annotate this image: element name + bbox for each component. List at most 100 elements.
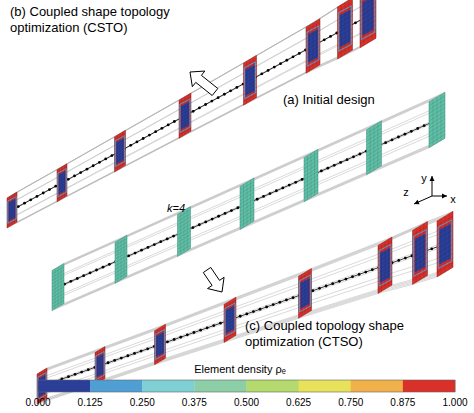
wireframe-line bbox=[160, 301, 230, 328]
mesh-line bbox=[180, 212, 181, 254]
axis-node bbox=[371, 268, 374, 271]
mesh-line bbox=[58, 267, 59, 307]
mesh-line bbox=[388, 239, 389, 287]
beam-section bbox=[95, 347, 105, 385]
colorbar-bin bbox=[38, 380, 90, 392]
axis-node bbox=[325, 285, 328, 288]
colorbar-tick: 0.500 bbox=[234, 397, 259, 408]
mesh-line bbox=[61, 265, 62, 305]
mesh-line bbox=[309, 25, 310, 71]
mesh-line bbox=[246, 61, 247, 103]
axis-node bbox=[279, 62, 282, 65]
axis-node bbox=[92, 164, 95, 167]
beam bbox=[37, 211, 453, 404]
wireframe-line bbox=[308, 287, 388, 312]
mesh-line bbox=[374, 125, 375, 170]
mesh-line bbox=[441, 95, 442, 141]
axis-node bbox=[269, 192, 272, 195]
axis-line bbox=[414, 196, 432, 204]
axis-node bbox=[391, 138, 394, 141]
beam bbox=[7, 0, 376, 228]
mesh-line bbox=[230, 301, 231, 339]
axis-node bbox=[358, 273, 361, 276]
wireframe-line bbox=[98, 329, 158, 351]
axis-node bbox=[259, 308, 262, 311]
axis-node bbox=[292, 55, 295, 58]
axis-node bbox=[159, 240, 162, 243]
mesh-line bbox=[445, 216, 446, 272]
beam-section bbox=[224, 297, 236, 342]
mesh-line bbox=[441, 219, 442, 275]
axis-node bbox=[111, 154, 114, 157]
mesh-line bbox=[9, 197, 10, 227]
axis-node bbox=[410, 130, 413, 133]
wireframe-line bbox=[163, 299, 233, 326]
design-panel: (a) Initial design bbox=[200, 92, 390, 270]
axis-node bbox=[339, 161, 342, 164]
colorbar-bin bbox=[90, 380, 142, 392]
beam-section bbox=[378, 237, 392, 293]
mesh-line bbox=[437, 97, 438, 143]
colorbar-tick: 0.750 bbox=[338, 397, 363, 408]
axis-node bbox=[73, 175, 76, 178]
axis-label: x bbox=[450, 193, 456, 205]
wireframe-line bbox=[157, 303, 227, 329]
axis-node bbox=[294, 181, 297, 184]
mesh-line bbox=[449, 214, 450, 270]
axis-node bbox=[82, 274, 85, 277]
axis-node bbox=[351, 275, 354, 278]
mesh-line bbox=[124, 237, 125, 278]
axis-node bbox=[352, 155, 355, 158]
mesh-line bbox=[381, 243, 382, 291]
axis-node bbox=[354, 21, 357, 24]
axis-node bbox=[404, 257, 407, 260]
beam-section bbox=[52, 263, 64, 310]
axis-node bbox=[346, 158, 349, 161]
beam-section bbox=[155, 324, 166, 365]
axis-node bbox=[172, 235, 175, 238]
mesh-line bbox=[162, 326, 163, 360]
axis-node bbox=[272, 303, 275, 306]
axis-node bbox=[403, 133, 406, 136]
axis-node bbox=[147, 246, 150, 249]
mesh-line bbox=[184, 210, 185, 252]
axis-node bbox=[173, 338, 176, 341]
axis-node bbox=[42, 192, 45, 195]
axis-node bbox=[67, 375, 70, 378]
axis-node bbox=[281, 187, 284, 190]
wireframe-line bbox=[118, 212, 181, 240]
mesh-line bbox=[185, 97, 186, 135]
axis-node bbox=[23, 202, 26, 205]
mesh-line bbox=[307, 156, 308, 200]
axis-node bbox=[235, 86, 238, 89]
axis-node bbox=[199, 329, 202, 332]
axis-node bbox=[278, 301, 281, 304]
mesh-line bbox=[250, 180, 251, 223]
axis-node bbox=[136, 141, 139, 144]
axis-node bbox=[224, 212, 227, 215]
iteration-label: k=4 bbox=[167, 202, 185, 214]
mesh-line bbox=[233, 299, 234, 337]
wireframe-line bbox=[126, 93, 192, 130]
axis-node bbox=[267, 69, 270, 72]
mesh-line bbox=[433, 99, 434, 145]
mesh-line bbox=[64, 165, 65, 197]
beam-section bbox=[306, 19, 320, 73]
axis-label: y bbox=[421, 172, 427, 184]
axis-node bbox=[223, 93, 226, 96]
beam-section bbox=[360, 0, 376, 48]
mesh-line bbox=[187, 209, 188, 251]
axis-node bbox=[133, 352, 136, 355]
mesh-line bbox=[301, 274, 302, 316]
axis-node bbox=[146, 347, 149, 350]
axis-node bbox=[134, 252, 137, 255]
axis-node bbox=[95, 269, 98, 272]
wireframe-line bbox=[61, 278, 124, 305]
hollow-arrow bbox=[203, 267, 224, 292]
mesh-line bbox=[341, 5, 342, 57]
colorbar-tick: 0.875 bbox=[390, 397, 415, 408]
beam-section bbox=[240, 178, 254, 229]
mesh-line bbox=[364, 0, 365, 45]
axis-node bbox=[191, 226, 194, 229]
